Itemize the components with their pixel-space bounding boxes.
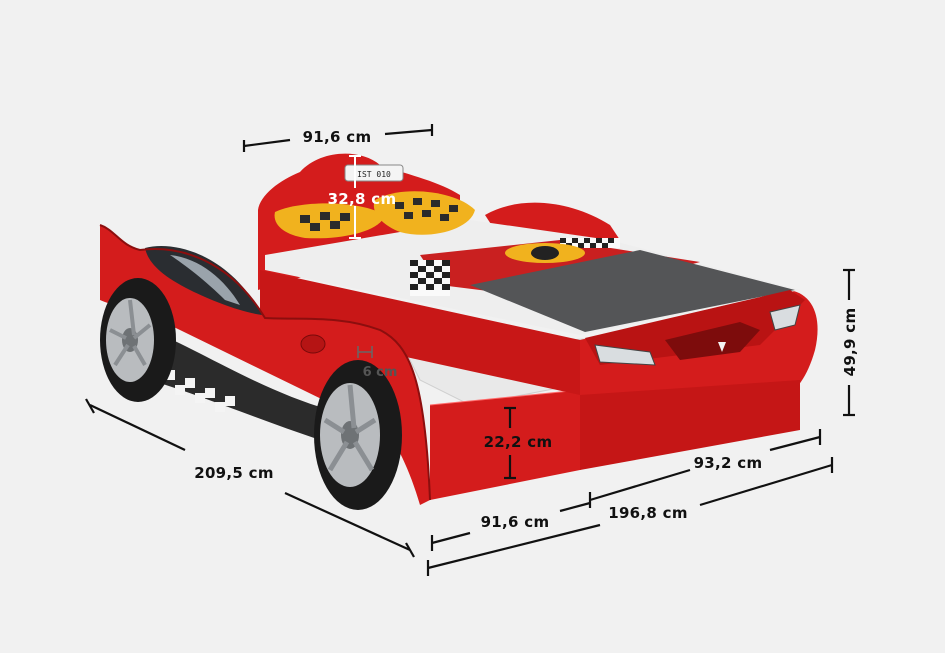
grille [665, 322, 760, 360]
headlight-left [594, 344, 656, 366]
dimension-lines [85, 124, 855, 576]
car-side-panel [99, 224, 431, 505]
headlight-right [769, 304, 801, 331]
dimension-front-depth: 93,2 cm [694, 454, 763, 472]
side-vent [300, 334, 326, 354]
dimension-trundle-width: 91,6 cm [481, 513, 550, 531]
license-plate-text: IST 010 [357, 170, 391, 179]
dimension-trundle-height: 22,2 cm [484, 433, 553, 451]
license-plate [344, 164, 404, 182]
dimension-total-width: 196,8 cm [608, 504, 688, 522]
dimension-total-height: 49,9 cm [841, 308, 859, 377]
dimension-total-length: 209,5 cm [194, 464, 274, 482]
rear-wheel [100, 278, 176, 402]
checker-strip [410, 238, 620, 296]
car-badge [718, 342, 726, 352]
dimension-wall-thickness: 6 cm [363, 365, 398, 380]
dimension-headboard-width: 91,6 cm [303, 128, 372, 146]
dimension-headboard-height: 32,8 cm [328, 190, 397, 208]
front-wheel [314, 360, 402, 510]
pillow [274, 203, 385, 239]
bed-body: IST 010 [258, 153, 818, 470]
